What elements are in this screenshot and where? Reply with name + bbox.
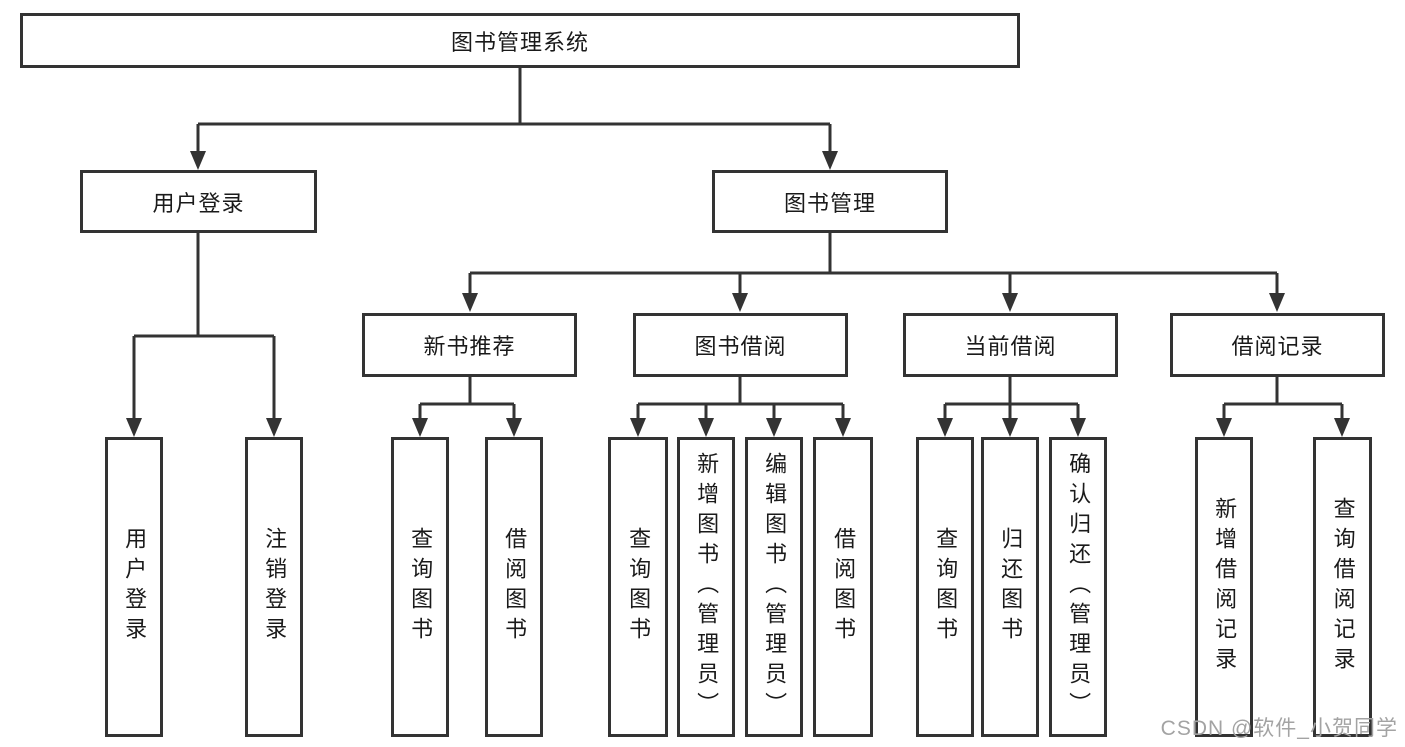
leaf-borrow-book: 借阅图书: [813, 437, 873, 737]
leaf-add-book-admin-label: 新增图书（管理员）: [694, 452, 720, 722]
watermark: CSDN @软件_小贺同学: [1160, 717, 1398, 740]
node-borrow-record-label: 借阅记录: [1231, 334, 1324, 359]
leaf-current-query-book-label: 查询图书: [933, 527, 959, 647]
node-book-management: 图书管理: [712, 170, 948, 233]
leaf-return-book-label: 归还图书: [998, 527, 1024, 647]
leaf-add-borrow-record-label: 新增借阅记录: [1212, 497, 1238, 677]
arrowhead-down-icons: [126, 151, 1350, 437]
leaf-logout: 注销登录: [245, 437, 303, 737]
leaf-edit-book-admin-label: 编辑图书（管理员）: [762, 452, 788, 722]
leaf-user-login: 用户登录: [105, 437, 163, 737]
node-user-login: 用户登录: [80, 170, 317, 233]
leaf-confirm-return-admin-label: 确认归还（管理员）: [1066, 452, 1092, 722]
leaf-recommend-borrow-book-label: 借阅图书: [502, 527, 528, 647]
leaf-query-borrow-record-label: 查询借阅记录: [1330, 497, 1356, 677]
leaf-add-book-admin: 新增图书（管理员）: [677, 437, 735, 737]
leaf-recommend-query-book-label: 查询图书: [408, 527, 434, 647]
node-new-book-recommend-label: 新书推荐: [423, 334, 516, 359]
node-current-borrow-label: 当前借阅: [964, 334, 1057, 359]
node-borrow-record: 借阅记录: [1170, 313, 1385, 377]
node-root-label: 图书管理系统: [450, 29, 589, 55]
connector-lines: [132, 68, 1344, 420]
leaf-query-borrow-record: 查询借阅记录: [1313, 437, 1372, 737]
node-book-management-label: 图书管理: [783, 190, 876, 216]
leaf-recommend-borrow-book: 借阅图书: [485, 437, 543, 737]
node-root: 图书管理系统: [20, 13, 1020, 68]
leaf-user-login-label: 用户登录: [122, 527, 148, 647]
node-user-login-label: 用户登录: [152, 190, 245, 216]
leaf-add-borrow-record: 新增借阅记录: [1195, 437, 1253, 737]
node-book-borrow: 图书借阅: [633, 313, 848, 377]
leaf-current-query-book: 查询图书: [916, 437, 974, 737]
leaf-edit-book-admin: 编辑图书（管理员）: [745, 437, 803, 737]
leaf-confirm-return-admin: 确认归还（管理员）: [1049, 437, 1107, 737]
leaf-borrow-query-book-label: 查询图书: [626, 527, 652, 647]
leaf-borrow-book-label: 借阅图书: [831, 527, 857, 647]
node-book-borrow-label: 图书借阅: [694, 334, 787, 359]
leaf-borrow-query-book: 查询图书: [608, 437, 668, 737]
leaf-return-book: 归还图书: [981, 437, 1039, 737]
node-new-book-recommend: 新书推荐: [362, 313, 577, 377]
leaf-recommend-query-book: 查询图书: [391, 437, 449, 737]
leaf-logout-label: 注销登录: [262, 527, 288, 647]
node-current-borrow: 当前借阅: [903, 313, 1118, 377]
